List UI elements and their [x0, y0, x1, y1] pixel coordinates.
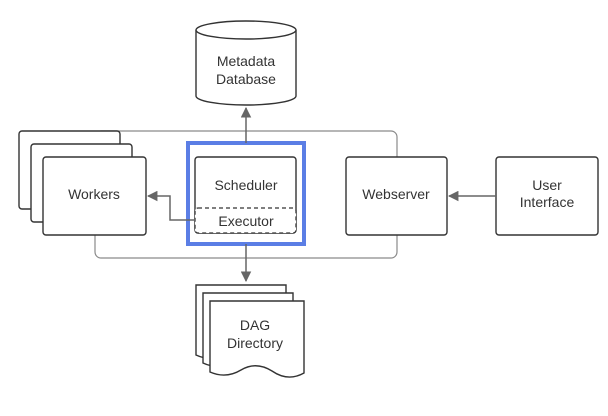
scheduler-node: Scheduler Executor [186, 141, 306, 246]
user-interface-label-line2: Interface [520, 194, 575, 210]
webserver-node: Webserver [345, 156, 448, 236]
webserver-label: Webserver [362, 186, 430, 202]
executor-to-workers-arrow [146, 190, 195, 221]
metadata-database-label-line2: Database [216, 71, 276, 87]
webserver-box [345, 156, 448, 236]
dag-directory-document [209, 300, 305, 378]
workers-box [42, 156, 147, 236]
executor-label: Executor [218, 213, 274, 229]
metadata-database-node: Metadata Database [195, 20, 297, 106]
workers-label: Workers [68, 186, 120, 202]
scheduler-label: Scheduler [214, 177, 277, 193]
user-interface-node: User Interface [495, 156, 599, 236]
dag-directory-label-line2: Directory [227, 335, 283, 351]
workers-node: Workers [18, 130, 147, 236]
metadata-database-label-line1: Metadata [217, 53, 276, 69]
user-interface-label-line1: User [532, 177, 562, 193]
dag-directory-label-line1: DAG [240, 317, 270, 333]
dag-directory-node: DAG Directory [195, 284, 305, 378]
